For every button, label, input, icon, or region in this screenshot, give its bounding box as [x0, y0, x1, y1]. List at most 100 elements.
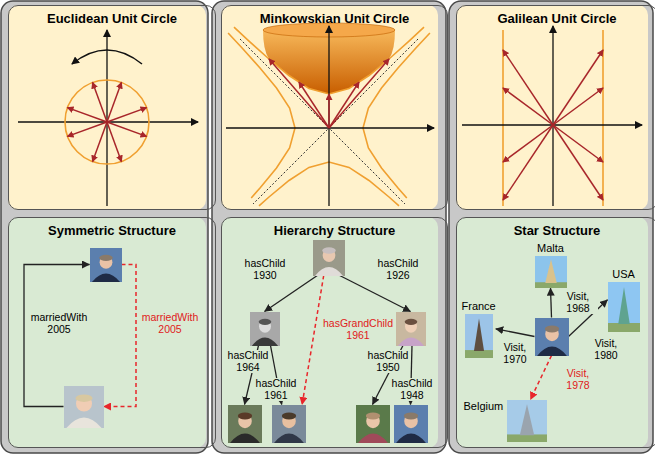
vector-arrow — [269, 59, 329, 128]
unit-line — [502, 30, 504, 206]
landmark-photo — [465, 314, 493, 358]
photo-background — [396, 312, 426, 346]
photo-background — [64, 386, 104, 428]
structure-panel: Euclidean Unit Circle — [8, 5, 216, 210]
panel-fill — [221, 217, 438, 448]
photo-background — [535, 256, 567, 288]
rotation-arrow — [72, 50, 142, 64]
vector-arrow — [553, 50, 603, 125]
photo-body — [537, 346, 567, 356]
photo-body — [91, 273, 119, 282]
graph-node — [535, 318, 569, 356]
connector — [104, 265, 137, 407]
landmark-photo — [535, 256, 567, 288]
photo-hair — [365, 412, 379, 419]
photo-hair — [281, 412, 295, 419]
edge-label: hasChild 1948 — [390, 378, 434, 401]
panel-title: Galilean Unit Circle — [457, 11, 655, 26]
photo-background — [535, 318, 569, 356]
column-panel — [212, 1, 446, 453]
graph-node — [64, 386, 104, 428]
graph-node — [228, 405, 262, 443]
panel-fill — [221, 5, 438, 210]
person-photo — [250, 312, 280, 346]
place-label: France — [462, 300, 496, 313]
edge-label: hasChild 1961 — [254, 378, 298, 401]
vector-arrow — [503, 125, 553, 200]
graph-node — [90, 248, 122, 282]
photo-background — [394, 405, 428, 443]
landmark-shape — [618, 287, 630, 324]
photo-background — [608, 282, 640, 332]
minkowskian-figure — [226, 23, 434, 206]
graph-node: Belgium — [464, 400, 548, 442]
person-photo — [394, 405, 428, 443]
edge-label: marriedWith 2005 — [140, 312, 200, 335]
vector-arrow — [553, 125, 603, 200]
edge-label: hasChild 1926 — [372, 258, 424, 281]
photo-background — [250, 312, 280, 346]
vector-arrow — [107, 108, 147, 122]
galilean-figure — [462, 26, 642, 206]
person-photo — [90, 248, 122, 282]
edge-label: hasChild 1930 — [240, 258, 290, 281]
structure-panel: Star StructureMaltaFranceUSABelgium — [456, 217, 655, 448]
panel-fill — [456, 5, 648, 210]
panel-title: Symmetric Structure — [9, 223, 215, 238]
photo-ground — [507, 434, 547, 442]
person-photo — [356, 405, 390, 443]
hyperbola-branch — [363, 33, 430, 198]
person-photo — [313, 240, 345, 276]
landmark-shape — [520, 404, 534, 435]
photo-hair — [99, 254, 112, 260]
panel-fill — [456, 217, 648, 448]
graph-node — [250, 312, 280, 346]
edge-label: Visit, 1968 — [558, 291, 598, 314]
photo-body — [230, 433, 260, 443]
photo-background — [272, 405, 306, 443]
asymptote-line — [253, 39, 418, 204]
panel-title: Minkowskian Unit Circle — [222, 11, 447, 26]
vector-arrow — [329, 59, 389, 128]
photo-body — [314, 267, 342, 276]
axis-line — [106, 30, 107, 206]
photo-background — [507, 400, 547, 442]
photo-background — [465, 314, 493, 358]
landmark-photo — [507, 400, 547, 442]
photo-background — [228, 405, 262, 443]
photo-hair — [404, 318, 417, 324]
edge-label: marriedWith 2005 — [28, 312, 90, 335]
edge-label: hasChild 1964 — [226, 350, 270, 373]
place-label: Belgium — [464, 400, 504, 413]
photo-body — [66, 417, 101, 428]
photo-hair — [75, 394, 92, 402]
vector-arrow — [503, 125, 553, 162]
vector-arrow — [553, 88, 603, 125]
vector-arrow — [68, 122, 108, 136]
photo-hair — [544, 325, 558, 332]
landmark-shape — [545, 259, 557, 283]
place-label: USA — [612, 268, 635, 281]
graph-node — [396, 312, 426, 346]
unit-line — [602, 30, 604, 206]
axis-line — [328, 26, 329, 206]
structure-panel: Minkowskian Unit Circle — [221, 5, 448, 210]
graph-node — [313, 240, 345, 276]
person-photo — [535, 318, 569, 356]
connector — [551, 288, 552, 317]
graph-node: Malta — [535, 242, 567, 289]
panel-fill — [8, 217, 206, 448]
photo-background — [90, 248, 122, 282]
person-photo — [228, 405, 262, 443]
panel-title: Hierarchy Structure — [222, 223, 447, 238]
graph-node — [394, 405, 428, 443]
photo-ground — [535, 282, 567, 288]
photo-background — [356, 405, 390, 443]
edge-label: hasChild 1950 — [366, 350, 410, 373]
edge-label: Visit, 1980 — [586, 338, 626, 361]
photo-body — [397, 337, 423, 346]
vector-group — [68, 83, 147, 162]
graph-node — [356, 405, 390, 443]
panel-title: Euclidean Unit Circle — [9, 11, 215, 26]
vector-arrow — [299, 82, 329, 128]
